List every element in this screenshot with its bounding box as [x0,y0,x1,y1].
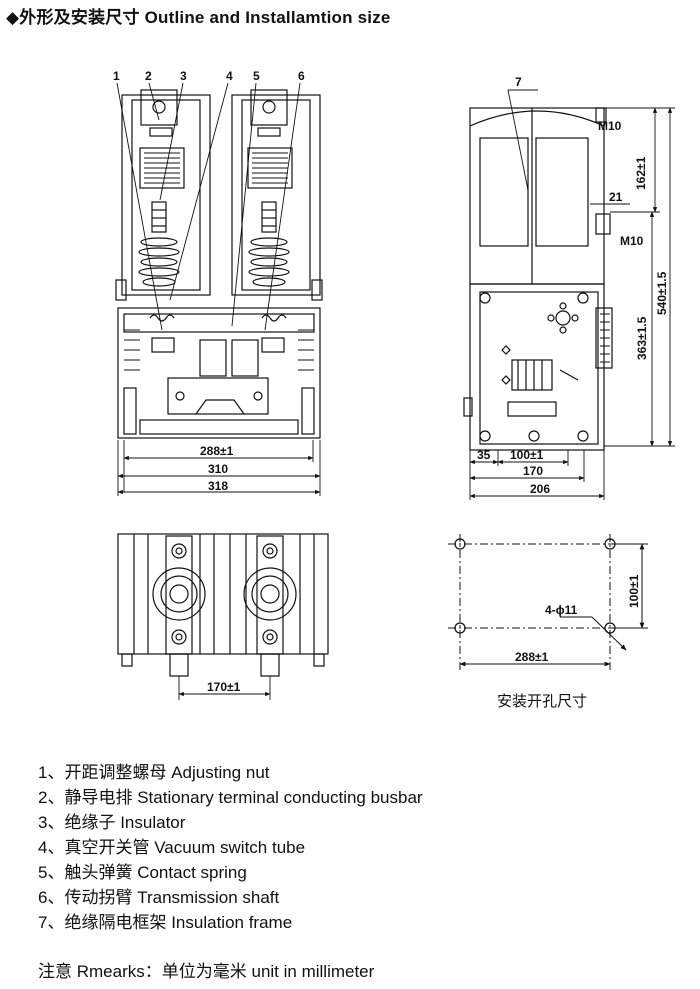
hole-dim-288: 288±1 [515,650,549,664]
legend-cn: 绝缘隔电框架 [64,913,167,932]
front-mechanism [117,307,321,439]
remarks-note: 注意 Rmearks：单位为毫米 unit in millimeter [38,957,374,982]
legend-num: 3、 [38,813,65,832]
legend-item: 1、开距调整螺母 Adjusting nut [38,760,423,785]
side-dim-170: 170 [523,464,543,478]
legend-en: Insulation frame [171,913,293,932]
legend-num: 7、 [38,913,65,932]
legend-en: Contact spring [137,863,247,882]
side-dim-21: 21 [609,190,623,204]
legend-cn: 开距调整螺母 [64,763,167,782]
title-cn: 外形及安装尺寸 [19,8,140,28]
callout-2: 2 [145,69,152,83]
legend-en: Adjusting nut [171,763,270,782]
hole-pattern-caption: 安装开孔尺寸 [497,692,588,710]
legend-item: 3、绝缘子 Insulator [38,810,423,835]
remarks-text-cn: 单位为毫米 [161,962,247,981]
legend-en: Transmission shaft [137,888,280,907]
legend-en: Vacuum switch tube [154,838,306,857]
callout-4: 4 [226,69,233,83]
legend-item: 6、传动拐臂 Transmission shaft [38,885,423,910]
callout-1: 1 [113,69,120,83]
front-dimension-lines [117,440,321,496]
legend-cn: 绝缘子 [64,813,116,832]
side-dim-363: 363±1.5 [635,316,649,360]
side-dim-100: 100±1 [510,448,544,462]
side-dim-m10-top: M10 [598,119,622,133]
remarks-label-cn: 注意 [38,962,72,981]
legend-num: 2、 [38,788,65,807]
legend-item: 2、静导电排 Stationary terminal conducting bu… [38,785,423,810]
legend-item: 7、绝缘隔电框架 Insulation frame [38,910,423,935]
title-bullet: ◆ [6,8,20,27]
legend-cn: 触头弹簧 [64,863,133,882]
plan-dim-170: 170±1 [207,680,241,694]
legend-num: 6、 [38,888,65,907]
legend-cn: 传动拐臂 [64,888,133,907]
title-en: Outline and Installamtion size [144,8,391,27]
callout-3: 3 [180,69,187,83]
legend-en: Insulator [120,813,186,832]
legend-num: 1、 [38,763,65,782]
legend-item: 5、触头弹簧 Contact spring [38,860,423,885]
side-dim-35: 35 [477,448,491,462]
remarks-label-en: Rmearks [76,962,145,981]
front-pole-right [231,89,323,301]
legend-item: 4、真空开关管 Vacuum switch tube [38,835,423,860]
front-dim-318: 318 [208,479,228,493]
plan-view [117,533,329,700]
front-pole-left [115,89,211,301]
callout-5: 5 [253,69,260,83]
side-dimension-lines [469,107,675,500]
legend-num: 5、 [38,863,65,882]
front-dim-288: 288±1 [200,444,234,458]
callout-7: 7 [515,75,522,89]
front-callout-leaders [116,82,301,331]
hole-dim-100: 100±1 [627,574,641,608]
legend-cn: 真空开关管 [64,838,150,857]
page-title: ◆外形及安装尺寸 Outline and Installamtion size [6,3,391,28]
side-dim-162: 162±1 [634,156,648,190]
legend-en: Stationary terminal conducting busbar [137,788,423,807]
side-dim-540: 540±1.5 [655,271,669,315]
hole-dim-4-phi-11: 4-ϕ11 [545,603,578,617]
legend-cn: 静导电排 [64,788,133,807]
hole-pattern-view [448,534,648,670]
front-dim-310: 310 [208,462,228,476]
side-dim-m10-mid: M10 [620,234,644,248]
remarks-text-en: unit in millimeter [251,962,375,981]
parts-legend: 1、开距调整螺母 Adjusting nut 2、静导电排 Stationary… [38,760,423,935]
legend-num: 4、 [38,838,65,857]
front-view [115,82,323,496]
callout-6: 6 [298,69,305,83]
side-view [463,89,675,500]
remarks-colon: ： [144,962,162,981]
side-dim-206: 206 [530,482,550,496]
